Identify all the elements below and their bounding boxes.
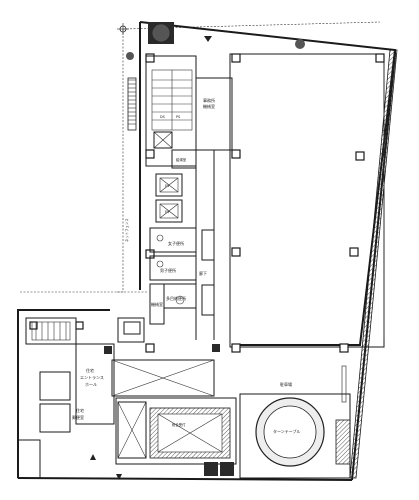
top-pillar	[148, 22, 174, 44]
plant-icon	[126, 52, 134, 60]
restrooms: 女子便所 男子便所 多目的便所 機械室	[149, 227, 215, 325]
ps-label: PS	[176, 115, 180, 119]
corridor-label: 廊下	[199, 270, 207, 276]
corridor: 廊下	[195, 150, 215, 340]
columns	[29, 53, 385, 353]
office-top: 事務所 機械室	[195, 77, 233, 151]
entry-marker-icon	[204, 36, 212, 42]
office-room	[229, 53, 385, 348]
perimeter-band	[349, 49, 398, 479]
mens-wc-label: 男子便所	[160, 267, 176, 273]
ev-label-1: EV	[165, 184, 170, 188]
bottom-elements	[90, 454, 234, 480]
storage-label: 機械室	[151, 301, 163, 307]
site-boundary	[20, 21, 381, 293]
womens-wc-label: 女子便所	[168, 240, 184, 246]
mail-l1: 住宅	[76, 407, 84, 413]
parking-label: 駐車場	[280, 381, 292, 387]
central-lobby	[111, 359, 215, 397]
entrance-hall-l1: 住宅	[86, 367, 94, 373]
stair-core: PS DS	[127, 55, 197, 167]
multi-wc-label: 多目的便所	[166, 295, 186, 301]
turntable-label: ターンテーブル	[273, 428, 301, 434]
plant-icon-2	[295, 39, 305, 49]
dark-blocks	[104, 344, 220, 354]
mail-l2: 郵便室	[72, 414, 84, 420]
office-top-label-2: 機械室	[203, 103, 215, 109]
kitchen-label: 給湯室	[176, 157, 187, 162]
fence-label: ネットフェンス	[124, 218, 129, 242]
entrance-hall-l2: エントランス	[80, 374, 104, 380]
ev-label-2: EV	[165, 210, 170, 214]
entrance-hall: 住宅 エントランス ホール	[75, 343, 115, 425]
lower-toilets	[117, 317, 145, 343]
stair-treads	[127, 77, 137, 131]
parking: ターンテーブル 駐車場	[239, 365, 351, 479]
elevators: EV EV	[155, 173, 183, 223]
entrance-hall-l3: ホール	[85, 382, 97, 387]
ds-label: DS	[160, 115, 165, 119]
left-stair	[25, 317, 77, 345]
left-rooms: 住宅 郵便室	[17, 371, 84, 479]
lower-central: 総合受付	[115, 397, 237, 465]
kitchenette: 給湯室	[171, 149, 197, 169]
auto-lobby-label: 総合受付	[172, 422, 186, 427]
office-top-label-1: 事務所	[203, 97, 215, 103]
